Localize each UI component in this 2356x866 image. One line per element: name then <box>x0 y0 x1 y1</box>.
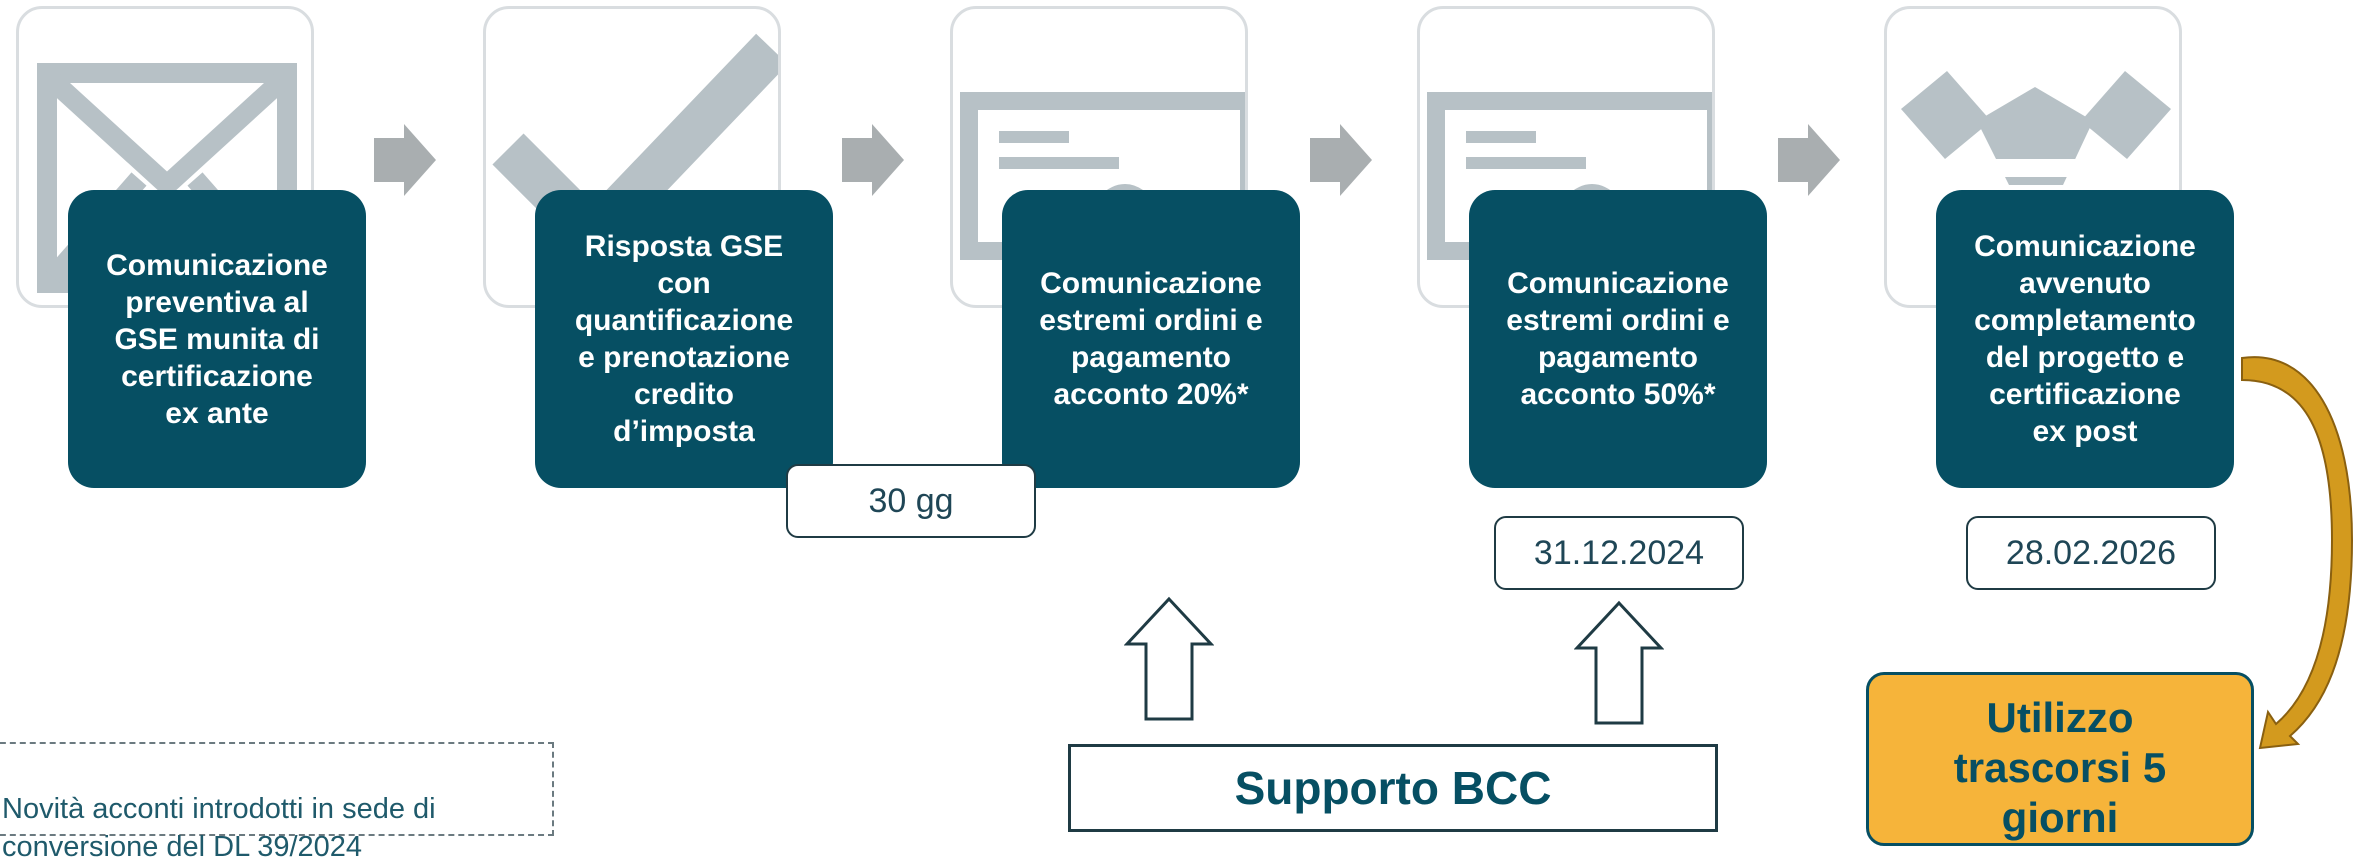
step-3-label: Comunicazione estremi ordini e pagamento… <box>1039 267 1263 411</box>
handshake-icon <box>1901 71 2171 185</box>
chevron-right-icon <box>374 124 436 196</box>
step-5-label: Comunicazione avvenuto completamento del… <box>1974 230 2196 448</box>
step-2-box: Risposta GSE con quantificazione e preno… <box>535 190 833 488</box>
step-2-label: Risposta GSE con quantificazione e preno… <box>574 230 794 448</box>
support-bcc-label: Supporto BCC <box>1234 762 1552 814</box>
chevron-right-icon <box>842 124 904 196</box>
footnote-text: Novità acconti introdotti in sede di con… <box>2 793 436 863</box>
deadline-2026-label: 28.02.2026 <box>2005 533 2177 572</box>
curved-arrow-icon <box>2241 356 2354 750</box>
step-4-box: Comunicazione estremi ordini e pagamento… <box>1469 190 1767 488</box>
step-4-label: Comunicazione estremi ordini e pagamento… <box>1506 267 1730 411</box>
deadline-2026: 28.02.2026 <box>1966 516 2216 590</box>
step-5-box: Comunicazione avvenuto completamento del… <box>1936 190 2234 488</box>
deadline-30gg: 30 gg <box>786 464 1036 538</box>
deadline-30gg-label: 30 gg <box>868 481 954 520</box>
step-1-label: Comunicazione preventiva al GSE munita d… <box>106 248 328 430</box>
chevron-right-icon <box>1778 124 1840 196</box>
chevron-right-icon <box>1310 124 1372 196</box>
step-3-box: Comunicazione estremi ordini e pagamento… <box>1002 190 1300 488</box>
footnote-box: Novità acconti introdotti in sede di con… <box>0 742 554 863</box>
deadline-2024: 31.12.2024 <box>1494 516 1744 590</box>
step-5-icon-card <box>1884 6 2182 308</box>
up-arrow-icon <box>1124 596 1214 721</box>
step-1-box: Comunicazione preventiva al GSE munita d… <box>68 190 366 488</box>
usage-box: Utilizzo trascorsi 5 giorni <box>1866 672 2254 846</box>
support-bcc-box: Supporto BCC <box>1068 744 1718 832</box>
up-arrow-icon <box>1574 600 1664 725</box>
deadline-2024-label: 31.12.2024 <box>1533 533 1705 572</box>
usage-label: Utilizzo trascorsi 5 giorni <box>1953 694 2167 841</box>
